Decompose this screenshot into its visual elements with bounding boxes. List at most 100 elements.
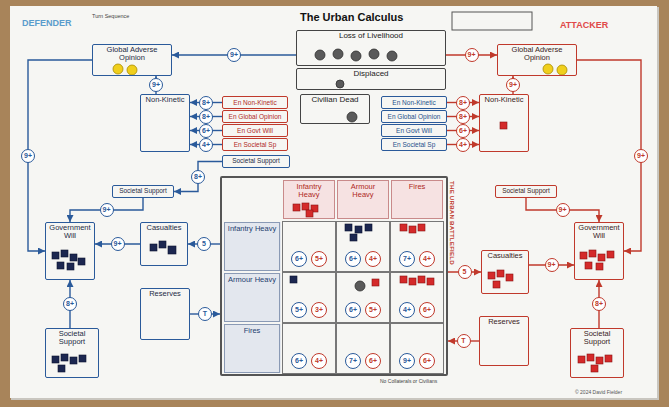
grid-note: No Collaterals or Civilians (380, 378, 437, 384)
attacker-cube (591, 365, 598, 372)
defender-cube (78, 258, 85, 265)
cell-value: 5+ (365, 302, 381, 318)
opinion-token (127, 65, 137, 75)
attacker-box: Casualties (481, 250, 529, 294)
effect-label: En Govt Will (384, 126, 444, 136)
unit-label: Fires (227, 327, 277, 335)
defender-unit-header: Fires (224, 324, 280, 373)
box-label: Societal Support (225, 157, 287, 164)
attacker-box: Societal Support (495, 185, 557, 198)
effect-label: En Non-Kinetic (384, 98, 444, 108)
attacker-cube (585, 262, 592, 269)
cell-value: 5+ (311, 251, 327, 267)
flow-arrow (526, 198, 599, 222)
box-label: Societal Support (115, 187, 171, 194)
attacker-box: Reserves (479, 316, 529, 366)
civilian-track: Civilian Dead (300, 94, 370, 124)
attacker-cube (497, 270, 504, 277)
board-title: The Urban Calculus (300, 11, 403, 23)
defender-cube (58, 365, 65, 372)
attacker-cube (372, 279, 379, 286)
defender-cube (70, 357, 77, 364)
threshold-circle: 4+ (199, 138, 213, 152)
side-label: DEFENDER (22, 18, 72, 28)
civilian-token (387, 51, 397, 61)
cell-value: 4+ (399, 302, 415, 318)
threshold-circle: 5 (458, 265, 472, 279)
defender-cube (61, 354, 68, 361)
threshold-circle: 8+ (199, 110, 213, 124)
unit-label: Armour Heavy (227, 276, 277, 284)
unit-label: Infantry Heavy (227, 225, 277, 233)
attacker-cube (400, 276, 407, 283)
header-tint (337, 180, 389, 219)
game-sheet (10, 6, 657, 398)
threshold-circle: 9+ (111, 237, 125, 251)
defender-cube (70, 254, 77, 261)
attacker-cube (500, 122, 507, 129)
threshold-circle: T (198, 307, 212, 321)
combat-cell: 6+5+ (282, 221, 336, 272)
threshold-circle: 4+ (456, 138, 470, 152)
threshold-circle: 9+ (545, 258, 559, 272)
attacker-cube (400, 224, 407, 231)
defender-cube (67, 263, 74, 270)
enemy-effect-box: En Societal Sp (381, 138, 447, 151)
defender-cube (290, 276, 297, 283)
blank-field (452, 12, 532, 30)
defender-box: Reserves (140, 288, 190, 340)
attacker-cube (488, 272, 495, 279)
attacker-cube (306, 210, 313, 217)
cell-value: 6+ (345, 302, 361, 318)
cell-value: 4+ (419, 251, 435, 267)
defender-box: Government Will (45, 222, 95, 280)
attacker-cube (409, 226, 416, 233)
defender-box: Societal Support (112, 185, 174, 198)
defender-box: Casualties (140, 222, 188, 266)
defender-box: Societal Support (45, 328, 99, 378)
threshold-circle: 9+ (149, 78, 163, 92)
enemy-effect-box: En Global Opinion (381, 110, 447, 123)
threshold-circle: 9+ (100, 203, 114, 217)
civilian-token (347, 112, 357, 122)
effect-label: En Global Opinion (384, 112, 444, 122)
header-tint (391, 180, 443, 219)
defender-cube (57, 262, 64, 269)
attacker-cube (418, 224, 425, 231)
unit-label: Armour Heavy (340, 183, 386, 200)
cell-value: 6+ (419, 302, 435, 318)
cell-value: 6+ (291, 353, 307, 369)
defender-box: Global Adverse Opinion (92, 44, 172, 76)
attacker-cube (293, 204, 300, 211)
threshold-circle: 8+ (191, 170, 205, 184)
attacker-cube (302, 203, 309, 210)
attacker-box: Non-Kinetic (479, 94, 529, 152)
cell-value: 6+ (419, 353, 435, 369)
effect-label: En Societal Sp (384, 140, 444, 150)
effect-label: En Govt Will (225, 126, 285, 136)
attacker-cube (598, 254, 605, 261)
box-label: Non-Kinetic (482, 96, 526, 104)
defender-cube (61, 250, 68, 257)
box-label: Societal Support (498, 187, 554, 194)
attacker-unit-header: Fires (391, 180, 443, 219)
box-label: Government Will (577, 224, 621, 241)
combat-cell: 6+4+ (282, 323, 336, 374)
opinion-token (113, 64, 123, 74)
civilian-token (333, 49, 343, 59)
rules-note: Turn Sequence (92, 13, 129, 19)
cell-value: 6+ (365, 353, 381, 369)
track-label: Displaced (299, 70, 443, 79)
effect-label: En Global Opinion (225, 112, 285, 122)
attacker-box: Societal Support (570, 328, 624, 378)
attacker-cube (596, 357, 603, 364)
cell-value: 6+ (345, 251, 361, 267)
threshold-circle: 5 (197, 237, 211, 251)
enemy-effect-box: En Govt Will (222, 124, 288, 137)
threshold-circle: 8+ (592, 297, 606, 311)
enemy-effect-box: En Non-Kinetic (381, 96, 447, 109)
opinion-token (557, 65, 567, 75)
threshold-circle: 9+ (21, 149, 35, 163)
box-label: Casualties (143, 224, 185, 232)
